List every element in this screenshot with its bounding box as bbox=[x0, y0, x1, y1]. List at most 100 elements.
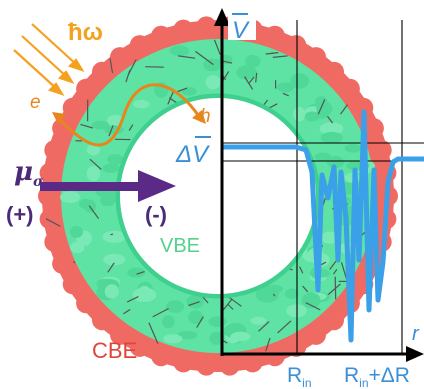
network-bond bbox=[125, 70, 131, 83]
outer-shell-bump bbox=[129, 35, 150, 56]
inner-shell-blob bbox=[319, 122, 344, 136]
inner-shell-blob bbox=[316, 101, 333, 116]
outer-shell-bump bbox=[286, 336, 307, 357]
network-bond bbox=[327, 283, 341, 295]
outer-shell-bump bbox=[324, 61, 344, 82]
outer-shell-bump bbox=[196, 355, 217, 376]
cbe-label: CBE bbox=[92, 338, 137, 363]
r-in-plus-delta-label: Rin+ΔR bbox=[344, 364, 410, 389]
network-bond bbox=[73, 261, 76, 264]
inner-shell-blob bbox=[169, 45, 190, 56]
network-bond bbox=[178, 55, 196, 59]
inner-shell-blob bbox=[102, 163, 120, 173]
outer-shell-bump bbox=[324, 310, 344, 331]
network-bond bbox=[248, 76, 255, 84]
network-bond bbox=[227, 303, 234, 310]
outer-shell-bump bbox=[151, 25, 172, 46]
network-bond bbox=[108, 125, 114, 137]
hole-label: h bbox=[200, 106, 211, 127]
inner-shell-blob bbox=[203, 58, 222, 72]
inner-shell-blob bbox=[236, 65, 257, 80]
network-bond bbox=[282, 92, 289, 97]
outer-shell-bump bbox=[264, 346, 285, 367]
inner-shell-blob bbox=[263, 284, 283, 294]
network-bond bbox=[188, 301, 200, 307]
outer-shell-bump bbox=[110, 324, 130, 345]
inner-shell-blob bbox=[301, 292, 321, 309]
network-bond bbox=[258, 321, 270, 332]
inner-shell-blob bbox=[102, 230, 127, 243]
inner-shell-blob bbox=[304, 111, 320, 122]
outer-shell-bump bbox=[306, 47, 326, 68]
network-bond bbox=[272, 293, 276, 297]
v-axis-label: V bbox=[228, 13, 256, 44]
network-bond bbox=[213, 39, 221, 55]
mu-label: μσ bbox=[14, 157, 44, 190]
outer-shell-bump bbox=[306, 324, 326, 345]
electron-hole-path bbox=[52, 83, 206, 147]
potential-plot-panel bbox=[222, 20, 424, 354]
network-bond bbox=[327, 116, 334, 124]
svg-text:ΔV: ΔV bbox=[175, 141, 210, 168]
outer-shell-bump bbox=[52, 253, 73, 274]
network-bond bbox=[277, 320, 292, 334]
inner-shell-blob bbox=[245, 55, 261, 68]
network-bond bbox=[126, 296, 139, 303]
outer-shell-bump bbox=[92, 61, 112, 82]
inner-shell-blob bbox=[276, 82, 294, 93]
outer-shell-bump bbox=[339, 78, 360, 99]
photon-label: ħω bbox=[68, 19, 103, 46]
inner-shell-blob bbox=[320, 231, 339, 244]
network-bond bbox=[177, 87, 188, 93]
network-bond bbox=[255, 72, 258, 83]
network-bond bbox=[265, 52, 279, 55]
network-bond bbox=[89, 158, 102, 170]
network-bond bbox=[110, 233, 114, 236]
potential-curve bbox=[222, 109, 424, 343]
outer-shell-bump bbox=[353, 97, 374, 118]
outer-shell-bump bbox=[363, 118, 384, 139]
outer-shell-bump bbox=[39, 162, 60, 183]
inner-shell-blob bbox=[127, 267, 146, 278]
inner-shell-blob bbox=[293, 106, 306, 122]
network-bond bbox=[152, 307, 169, 318]
outer-shell-bump bbox=[44, 231, 65, 252]
plot-gridlines bbox=[222, 20, 424, 354]
network-bond bbox=[340, 104, 348, 115]
network-bond bbox=[243, 76, 254, 90]
network-bond bbox=[302, 285, 309, 293]
inner-shell-blob bbox=[100, 194, 116, 207]
inner-shell-blob bbox=[163, 334, 183, 344]
outer-shell-bump bbox=[62, 97, 83, 118]
outer-shell-bump bbox=[39, 209, 60, 230]
outer-shell-bump bbox=[151, 346, 172, 367]
inner-shell-blob bbox=[344, 144, 362, 153]
inner-shell-blob bbox=[86, 166, 101, 182]
network-bond bbox=[148, 322, 159, 344]
network-bond bbox=[145, 66, 164, 68]
network-bond bbox=[272, 55, 288, 58]
photon-arrows bbox=[13, 23, 85, 96]
network-bond bbox=[305, 302, 321, 311]
inner-shell-blob bbox=[132, 287, 157, 303]
network-bond bbox=[107, 262, 115, 273]
outer-shell-bump bbox=[173, 19, 194, 40]
outer-shell-bump bbox=[76, 78, 97, 99]
svg-text:V: V bbox=[232, 17, 250, 44]
network-bond bbox=[123, 308, 131, 315]
inner-shell-blob bbox=[250, 316, 267, 325]
r-in-label: Rin bbox=[287, 364, 312, 389]
electron-label: e bbox=[30, 92, 41, 113]
delta-v-label: ΔV bbox=[175, 136, 211, 168]
inner-shell-blob bbox=[104, 284, 119, 299]
network-bond bbox=[128, 124, 134, 131]
inner-shell-blob bbox=[103, 253, 126, 266]
inner-shell-blob bbox=[60, 191, 81, 203]
inner-shell-blob bbox=[208, 316, 227, 328]
outer-shell-bump bbox=[264, 25, 285, 46]
inner-shell-blob bbox=[205, 75, 221, 90]
network-bond bbox=[222, 298, 233, 311]
plot-axes bbox=[214, 8, 424, 362]
network-bond bbox=[265, 337, 271, 352]
